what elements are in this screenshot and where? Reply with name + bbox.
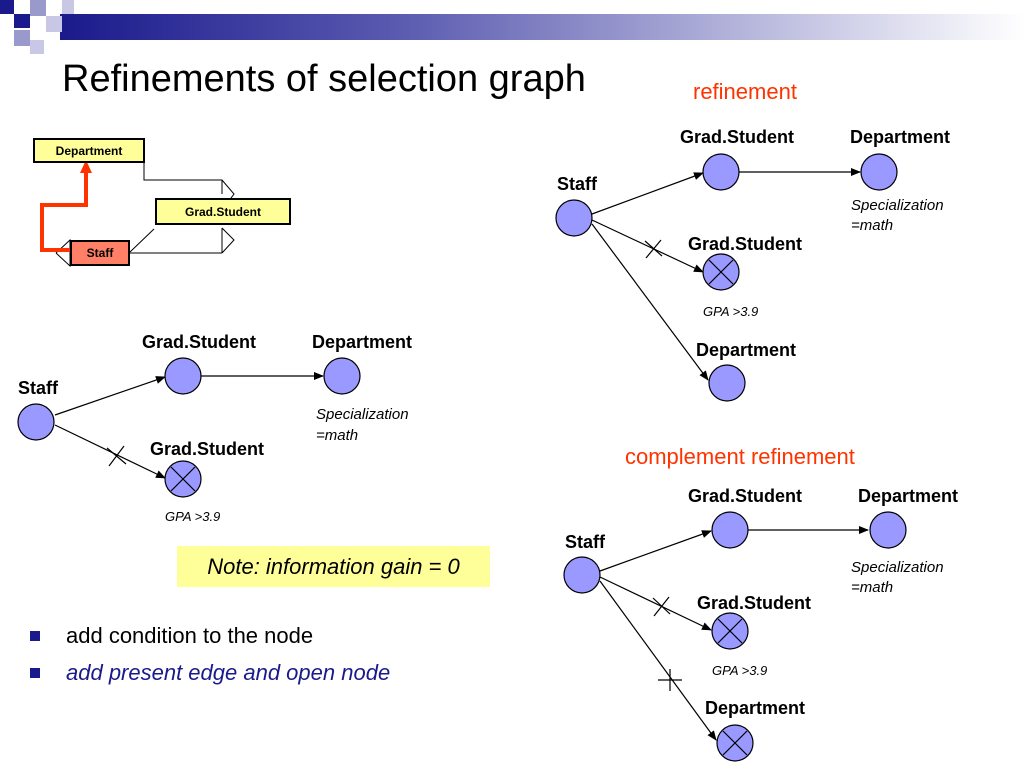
left-condition-line2: =math [316, 427, 359, 444]
refinement-edges [591, 168, 861, 381]
left-staff-label: Staff [18, 378, 58, 398]
refinement-staff-label: Staff [557, 174, 597, 194]
left-department-label: Department [312, 332, 413, 352]
complement-condition-line1: Specialization [851, 559, 944, 576]
schema-grad-student-box: Grad.Student [155, 198, 291, 225]
left-graph-edges [54, 372, 324, 479]
schema-red-arrow [40, 160, 92, 252]
complement-heading: complement refinement [625, 444, 855, 469]
complement-edges [599, 526, 869, 741]
slide-title: Refinements of selection graph [62, 58, 586, 100]
refinement-department-bottom-label: Department [696, 340, 797, 360]
left-graph-nodes [17, 357, 361, 498]
refinement-heading: refinement [693, 79, 797, 104]
left-condition-line1: Specialization [316, 406, 409, 423]
refinement-nodes [555, 153, 898, 402]
complement-grad-mid-label: Grad.Student [697, 593, 812, 613]
left-grad-top-label: Grad.Student [142, 332, 257, 352]
schema-grad-student-label: Grad.Student [184, 204, 261, 219]
refinement-grad-top-label: Grad.Student [680, 127, 795, 147]
left-grad-bottom-label: Grad.Student [150, 439, 265, 459]
left-gpa-label: GPA >3.9 [165, 509, 221, 524]
complement-department-top-label: Department [858, 486, 959, 506]
schema-department-box: Department [33, 138, 145, 163]
refinement-grad-mid-label: Grad.Student [688, 234, 803, 254]
bullet-square-icon [30, 668, 40, 678]
bullet-text-2: add present edge and open node [66, 660, 391, 685]
complement-gpa-label: GPA >3.9 [712, 663, 768, 678]
schema-staff-box: Staff [70, 240, 130, 266]
bullet-text-1: add condition to the node [66, 623, 314, 648]
complement-department-bottom-label: Department [705, 698, 806, 718]
header-decoration [0, 0, 1024, 54]
note-text: Note: information gain = 0 [207, 553, 460, 579]
complement-condition-line2: =math [851, 579, 894, 596]
bullet-square-icon [30, 631, 40, 641]
refinement-gpa-label: GPA >3.9 [703, 304, 759, 319]
refinement-department-top-label: Department [850, 127, 951, 147]
note-box: Note: information gain = 0 [177, 546, 490, 587]
complement-nodes [563, 511, 907, 762]
schema-department-label: Department [55, 143, 123, 158]
schema-staff-label: Staff [86, 246, 114, 260]
complement-grad-top-label: Grad.Student [688, 486, 803, 506]
refinement-condition-line1: Specialization [851, 197, 944, 214]
refinement-condition-line2: =math [851, 217, 894, 234]
complement-staff-label: Staff [565, 532, 605, 552]
